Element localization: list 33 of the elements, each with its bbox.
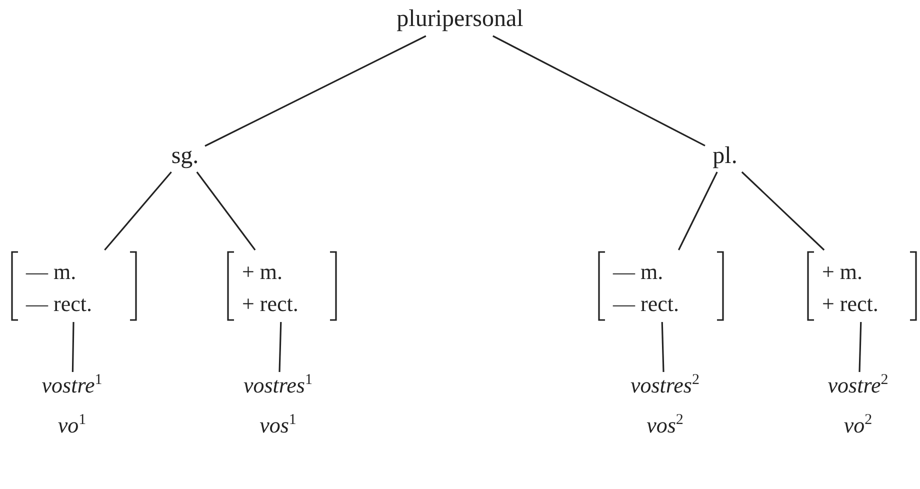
word-form: vostre$^{1}$ — [42, 372, 102, 398]
feature-value: + m. — [242, 258, 284, 286]
category-label: pluripersonal — [396, 6, 524, 32]
tree-branch — [204, 35, 426, 147]
feature-value: — rect. — [26, 290, 93, 318]
tree-branch — [492, 35, 706, 146]
word-form: vostres$^{2}$ — [630, 372, 700, 398]
feature-matrix — [806, 250, 918, 322]
tree-branch — [741, 171, 825, 251]
tree-branch — [278, 322, 282, 372]
tree-branch — [104, 171, 172, 251]
word-form: vo$^{1}$ — [58, 412, 86, 439]
tree-branch — [661, 322, 664, 372]
feature-value: + m. — [822, 258, 864, 286]
feature-value: — m. — [26, 258, 78, 286]
tree-branch — [196, 172, 256, 250]
feature-matrix — [597, 250, 725, 322]
feature-matrix — [10, 250, 138, 322]
word-form: vo$^{2}$ — [844, 412, 872, 439]
word-form: vos$^{2}$ — [646, 412, 684, 439]
feature-value: — rect. — [613, 290, 680, 318]
word-form: vostres$^{1}$ — [243, 372, 312, 398]
tree-branch — [858, 322, 862, 372]
tree-branch — [72, 322, 74, 372]
feature-value: + rect. — [822, 290, 880, 318]
word-form: vostre$^{2}$ — [828, 372, 888, 398]
feature-value: + rect. — [242, 290, 300, 318]
word-form: vos$^{1}$ — [260, 412, 296, 439]
category-label: sg. — [171, 142, 199, 170]
feature-value: — m. — [613, 258, 664, 286]
tree-branch — [678, 172, 718, 250]
feature-matrix — [226, 250, 338, 322]
category-label: pl. — [712, 142, 738, 170]
